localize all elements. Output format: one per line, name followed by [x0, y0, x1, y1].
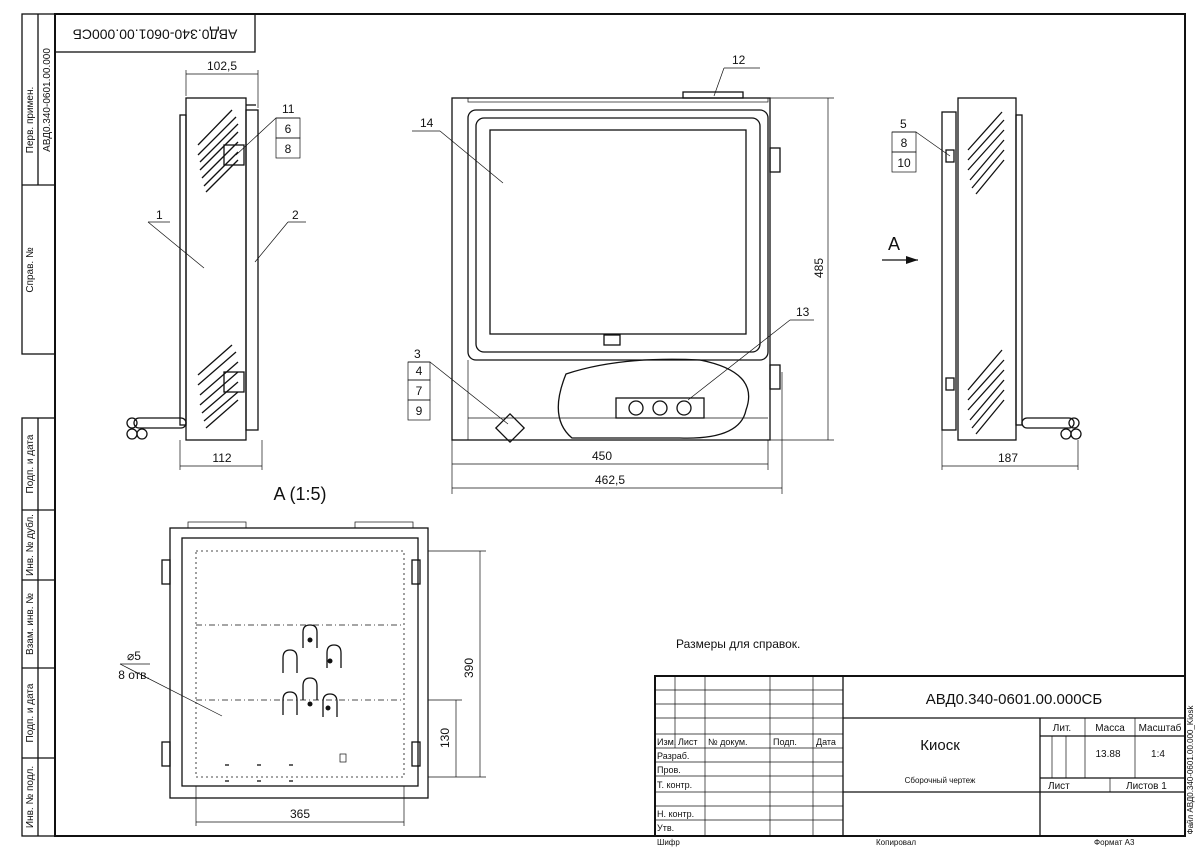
tb-row-utv: Утв. [657, 823, 674, 833]
perv-primen-value: АВД0.340-0601.00.000 [42, 48, 53, 152]
screen [489, 129, 747, 335]
tb-mass-label: Масса [1095, 723, 1125, 734]
podp-data-1: Подп. и дата [25, 434, 36, 493]
tb-copied: Копировал [876, 838, 916, 847]
tb-scale-value: 1:4 [1151, 749, 1165, 760]
tb-col-data: Дата [816, 737, 836, 747]
perv-primen-label: Перв. примен. [25, 87, 36, 153]
tb-format: Формат А3 [1094, 838, 1135, 847]
inv-podl: Инв. № подл. [25, 766, 36, 828]
view-a-label: A (1:5) [273, 484, 326, 504]
dim-485: 485 [812, 258, 826, 278]
note-text: Размеры для справок. [676, 637, 800, 651]
top-code-text: АВД0.340-0601.00.000СБ [73, 26, 238, 42]
dim-365: 365 [290, 807, 310, 821]
tb-scale-label: Масштаб [1139, 722, 1182, 734]
tb-col-podp: Подп. [773, 737, 797, 747]
left-strip: Перв. примен. АВД0.340-0601.00.000 Справ… [21, 13, 56, 837]
callout-5: 5 [900, 117, 907, 131]
tb-shifr: Шифр [657, 838, 680, 847]
tb-sheet-label: Лист [1048, 781, 1070, 792]
view-a: A (1:5) 390 130 [118, 484, 486, 826]
tb-code: АВД0.340-0601.00.000СБ [926, 691, 1103, 708]
tb-doc-type: Сборочный чертеж [905, 776, 976, 785]
sprav-label: Справ. № [25, 247, 36, 293]
view-arrow-a: A [882, 234, 918, 264]
inv-dubl: Инв. № дубл. [24, 514, 36, 576]
dim-450: 450 [592, 449, 612, 463]
callout-8b: 8 [901, 136, 908, 150]
callout-14: 14 [420, 116, 434, 130]
tb-row-prov: Пров. [657, 765, 681, 775]
callout-10: 10 [897, 156, 911, 170]
callout-11: 11 [282, 102, 295, 116]
callout-13: 13 [796, 305, 810, 319]
dim-462-5: 462,5 [595, 473, 625, 487]
left-side-view: 102,5 112 1 2 11 6 8 [126, 59, 306, 470]
front-view: 450 462,5 485 12 14 13 3 4 7 9 [407, 53, 834, 494]
vzam-inv: Взам. инв. № [25, 593, 36, 655]
callout-12: 12 [732, 53, 746, 67]
right-side-view: 187 5 8 10 [891, 97, 1082, 470]
file-name: Файл АВД0.340-0601.00.000_Kiosk [1186, 705, 1195, 835]
view-arrow-label: A [888, 234, 900, 254]
hole-dia: ⌀5 [127, 649, 141, 663]
callout-8: 8 [285, 142, 292, 156]
callout-7: 7 [416, 384, 423, 398]
tb-row-nkontr: Н. контр. [657, 809, 694, 819]
podp-data-2: Подп. и дата [25, 683, 36, 742]
callout-1: 1 [156, 208, 163, 222]
hole-count: 8 отв. [118, 668, 150, 682]
callout-2: 2 [292, 208, 299, 222]
top-code-box: АВД0.340-0601.00.000СБ [54, 13, 256, 53]
callout-4: 4 [416, 364, 423, 378]
tb-col-ndokum: № докум. [708, 737, 748, 747]
callout-3: 3 [414, 347, 421, 361]
tb-mass-value: 13.88 [1095, 749, 1120, 760]
tb-col-izm: Изм. [657, 737, 676, 747]
callout-6: 6 [285, 122, 292, 136]
tb-lit-label: Лит. [1053, 723, 1071, 734]
dim-102-5: 102,5 [207, 59, 237, 73]
tb-name: Киоск [920, 737, 960, 754]
tb-row-razrab: Разраб. [657, 751, 689, 761]
dim-130: 130 [438, 728, 452, 748]
tb-col-list: Лист [678, 737, 698, 747]
tb-row-tkontr: Т. контр. [657, 780, 692, 790]
tb-sheets-label: Листов 1 [1126, 781, 1167, 792]
title-block: Изм. Лист № докум. Подп. Дата Разраб. Пр… [654, 675, 1186, 847]
dim-187: 187 [998, 451, 1018, 465]
dim-390: 390 [462, 658, 476, 678]
callout-9: 9 [416, 404, 423, 418]
dim-112: 112 [212, 451, 231, 465]
